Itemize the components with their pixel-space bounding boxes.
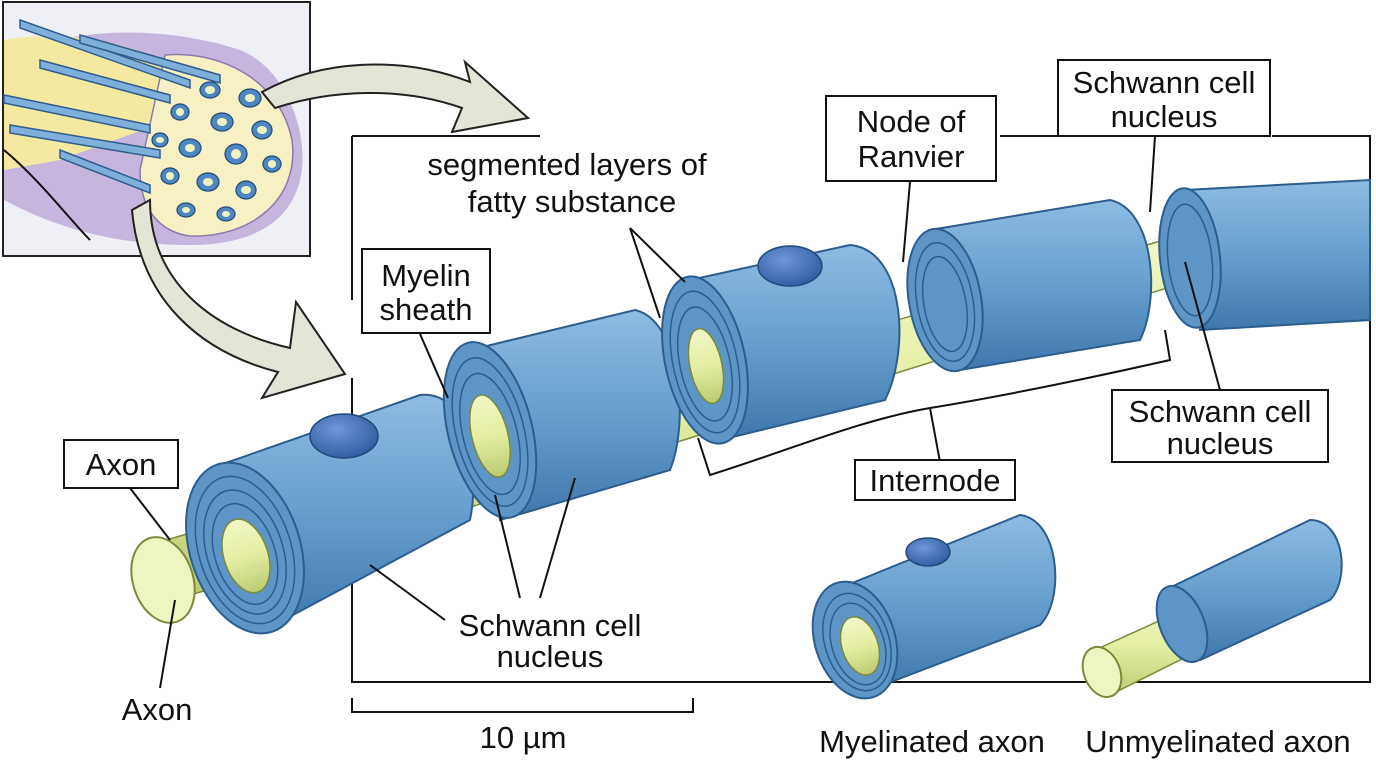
inset-fibers xyxy=(3,18,221,195)
svg-text:10 µm: 10 µm xyxy=(480,720,567,755)
myelin-segment-3 xyxy=(661,243,901,445)
label-node-of-ranvier: Node of Ranvier xyxy=(825,95,997,182)
label-myelinated-axon: Myelinated axon xyxy=(819,724,1045,759)
svg-text:Ranvier: Ranvier xyxy=(858,139,965,174)
scale-bar: 10 µm xyxy=(351,698,694,755)
myelin-segment-5 xyxy=(1158,178,1371,332)
myelinated-axon-illustration xyxy=(811,513,1057,700)
label-schwann-top: Schwann cell nucleus xyxy=(1057,59,1271,137)
svg-text:Axon: Axon xyxy=(86,447,157,482)
myelin-segment-2 xyxy=(442,308,681,522)
myelin-segment-1 xyxy=(185,393,475,635)
label-segmented-layers: segmented layers of fatty substance xyxy=(427,147,707,219)
unmyelinated-axon-illustration xyxy=(1081,518,1343,699)
svg-text:Myelin: Myelin xyxy=(381,258,471,293)
inset-fiber-cores xyxy=(156,86,276,217)
nerve-inset xyxy=(2,1,311,257)
label-internode: Internode xyxy=(854,459,1016,501)
inset-fiber-sections xyxy=(151,81,282,222)
label-myelin-sheath: Myelin sheath xyxy=(361,248,491,334)
label-axon-bottom: Axon xyxy=(122,692,193,727)
label-axon-top: Axon xyxy=(63,439,179,489)
svg-text:Schwann cell: Schwann cell xyxy=(459,608,642,643)
zoom-arrow-lower xyxy=(130,198,347,400)
leader-lines xyxy=(129,135,1221,689)
myelin-segment-4 xyxy=(906,198,1153,373)
svg-text:Schwann cell: Schwann cell xyxy=(1129,394,1312,429)
schwann-nucleus-3 xyxy=(757,245,823,287)
svg-text:segmented layers of: segmented layers of xyxy=(427,147,707,182)
schwann-nucleus-1 xyxy=(309,413,379,459)
svg-text:fatty substance: fatty substance xyxy=(468,184,677,219)
label-schwann-bottom: Schwann cell nucleus xyxy=(459,608,642,674)
svg-text:Schwann cell: Schwann cell xyxy=(1073,65,1256,100)
svg-text:sheath: sheath xyxy=(379,292,472,327)
svg-text:Node of: Node of xyxy=(857,104,966,139)
svg-text:nucleus: nucleus xyxy=(1111,99,1218,134)
svg-text:nucleus: nucleus xyxy=(497,639,604,674)
zoom-arrow-upper xyxy=(260,59,531,134)
label-schwann-right: Schwann cell nucleus xyxy=(1111,389,1329,463)
label-unmyelinated-axon: Unmyelinated axon xyxy=(1085,724,1350,759)
axon-cut-end xyxy=(130,536,196,624)
svg-text:Internode: Internode xyxy=(870,463,1001,498)
nerve-vessel xyxy=(3,149,91,241)
svg-text:nucleus: nucleus xyxy=(1167,426,1274,461)
